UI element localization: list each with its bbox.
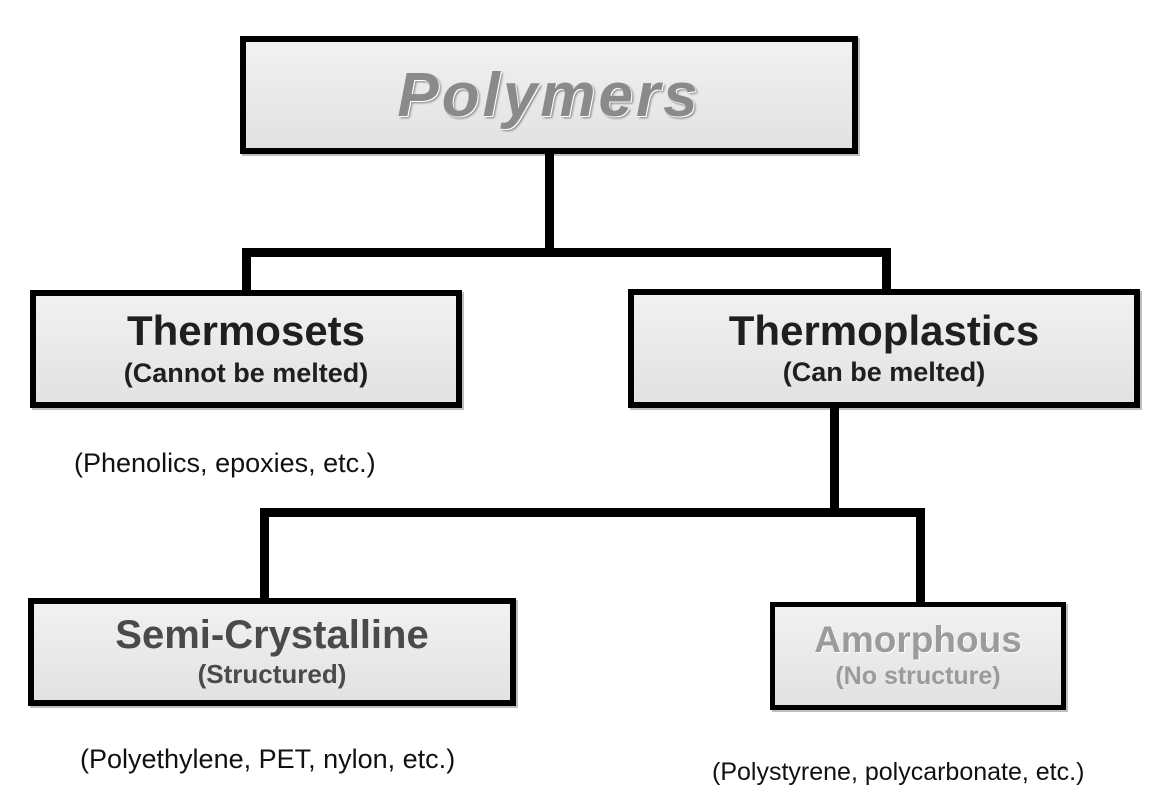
thermoplastics-title: Thermoplastics (728, 306, 1040, 354)
connector-semicrystalline-stub (260, 508, 269, 598)
polymers-title: Polymers (397, 60, 701, 130)
connector-level2-horizontal (242, 248, 891, 257)
amorphous-examples: (Polystyrene, polycarbonate, etc.) (712, 758, 1085, 786)
thermosets-node: Thermosets (Cannot be melted) (30, 290, 462, 408)
connector-thermoplastics-vertical (830, 408, 839, 512)
semi-crystalline-examples: (Polyethylene, PET, nylon, etc.) (80, 744, 456, 774)
thermosets-examples: (Phenolics, epoxies, etc.) (74, 448, 376, 478)
semi-crystalline-title: Semi-Crystalline (115, 613, 429, 657)
connector-root-vertical (545, 154, 554, 256)
amorphous-title: Amorphous (814, 618, 1022, 660)
thermosets-subtitle: (Cannot be melted) (123, 357, 369, 388)
connector-thermoplastics-stub (882, 248, 891, 289)
polymers-node: Polymers (240, 36, 858, 154)
amorphous-subtitle: (No structure) (835, 662, 1001, 691)
thermoplastics-node: Thermoplastics (Can be melted) (628, 289, 1140, 408)
connector-thermosets-stub (242, 248, 251, 290)
thermoplastics-subtitle: (Can be melted) (782, 357, 986, 388)
connector-amorphous-stub (916, 508, 925, 602)
connector-level3-horizontal (260, 508, 925, 517)
amorphous-node: Amorphous (No structure) (770, 602, 1066, 710)
thermosets-title: Thermosets (126, 307, 366, 355)
semi-crystalline-node: Semi-Crystalline (Structured) (28, 598, 516, 706)
semi-crystalline-subtitle: (Structured) (197, 659, 347, 689)
